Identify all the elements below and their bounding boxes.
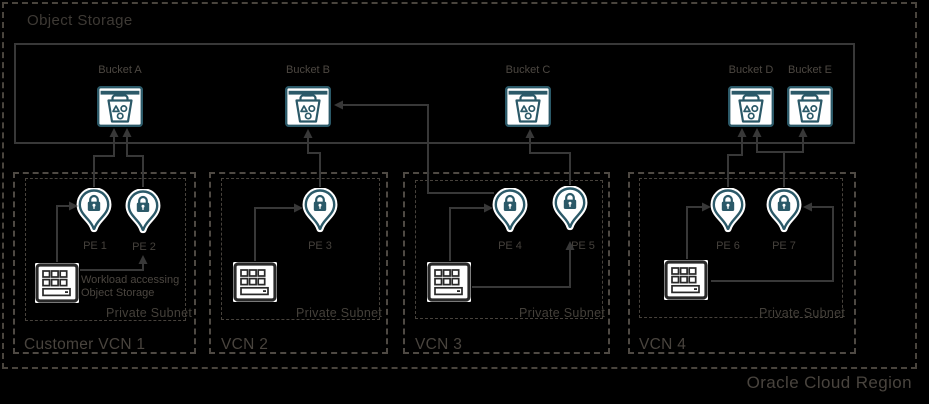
keyboard-workload-icon <box>35 263 79 303</box>
bucket-icon <box>285 86 331 127</box>
pe-1-label: PE 1 <box>83 240 107 252</box>
workload-note-line-2: Object Storage <box>81 287 155 299</box>
bucket-a-label: Bucket A <box>98 64 142 76</box>
bucket-icon <box>787 86 833 127</box>
pe-2-label: PE 2 <box>132 241 156 253</box>
bucket-b-label: Bucket B <box>285 64 331 76</box>
map-pin-lock-icon <box>492 188 528 240</box>
vcn-4-private-subnet-label: Private Subnet <box>759 306 846 320</box>
vcn-1-label: Customer VCN 1 <box>24 336 146 353</box>
workload-note-line-1: Workload accessing <box>81 274 180 286</box>
bucket-e-label: Bucket E <box>787 64 833 76</box>
bucket-d-label: Bucket D <box>728 64 774 76</box>
vcn-2-box <box>209 172 388 354</box>
pe-5-label: PE 5 <box>571 240 595 252</box>
map-pin-lock-icon <box>710 188 746 240</box>
vcn-3-private-subnet-box <box>415 180 603 319</box>
vcn-3-box <box>403 172 610 354</box>
vcn-2-private-subnet-box <box>221 178 380 320</box>
vcn-4-label: VCN 4 <box>639 336 687 353</box>
vcn-2-private-subnet-label: Private Subnet <box>296 306 383 320</box>
oracle-cloud-region-box <box>2 2 917 369</box>
object-storage-title: Object Storage <box>27 12 133 29</box>
pe-3-label: PE 3 <box>308 240 332 252</box>
pe-4-label: PE 4 <box>498 240 522 252</box>
map-pin-lock-icon <box>552 186 588 238</box>
map-pin-lock-icon <box>125 189 161 241</box>
pe-6-label: PE 6 <box>716 240 740 252</box>
bucket-icon <box>505 86 551 127</box>
map-pin-lock-icon <box>302 188 338 240</box>
map-pin-lock-icon <box>766 188 802 240</box>
bucket-c-label: Bucket C <box>505 64 551 76</box>
bucket-icon <box>728 86 774 127</box>
vcn-3-label: VCN 3 <box>415 336 463 353</box>
oracle-cloud-region-label: Oracle Cloud Region <box>746 373 912 392</box>
vcn-3-private-subnet-label: Private Subnet <box>519 306 606 320</box>
keyboard-workload-icon <box>233 262 277 302</box>
map-pin-lock-icon <box>76 188 112 240</box>
vcn-2-label: VCN 2 <box>221 336 269 353</box>
bucket-icon <box>97 86 143 127</box>
keyboard-workload-icon <box>427 262 471 302</box>
pe-7-label: PE 7 <box>772 240 796 252</box>
keyboard-workload-icon <box>664 260 708 300</box>
workload-note: Workload accessing Object Storage <box>81 274 179 300</box>
vcn-1-private-subnet-label: Private Subnet <box>106 306 193 320</box>
